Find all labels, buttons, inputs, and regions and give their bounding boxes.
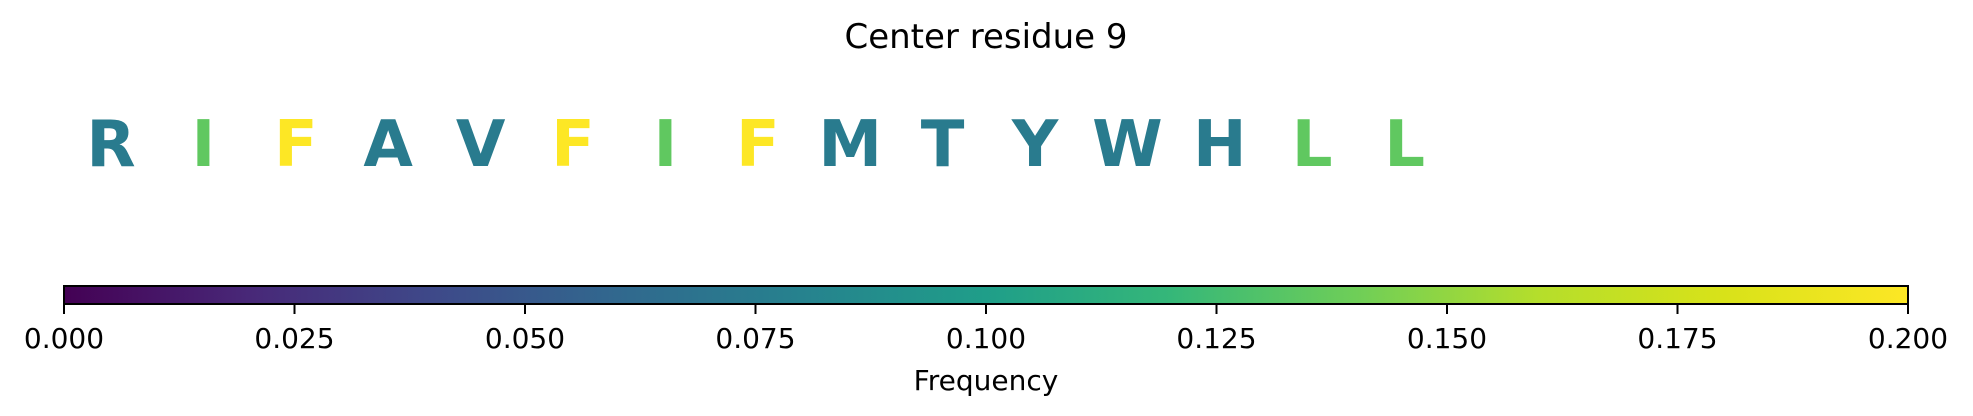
colorbar-tick-label: 0.200 (1868, 322, 1948, 355)
residue-letter: M (818, 108, 882, 182)
residue-letter: A (363, 108, 413, 182)
colorbar-tick-label: 0.025 (254, 322, 334, 355)
residue-letter: R (86, 108, 135, 182)
residue-letter: I (191, 108, 215, 182)
residue-letter: H (1193, 108, 1247, 182)
residue-letter: L (1292, 108, 1333, 182)
residue-letter: F (551, 108, 595, 182)
colorbar-tick-label: 0.175 (1637, 322, 1717, 355)
residue-letter: Y (1011, 108, 1059, 182)
residue-letter: T (921, 108, 965, 182)
residue-letter: V (456, 108, 506, 182)
colorbar-label: Frequency (914, 364, 1059, 397)
residue-letter: W (1092, 108, 1163, 182)
colorbar-tick-label: 0.100 (946, 322, 1026, 355)
chart-title: Center residue 9 (844, 17, 1127, 57)
colorbar-tick-label: 0.050 (485, 322, 565, 355)
residue-letter: F (736, 108, 780, 182)
colorbar (63, 285, 1909, 305)
residue-letter: I (653, 108, 677, 182)
residue-letter: L (1384, 108, 1425, 182)
colorbar-ticks: 0.000 0.025 0.050 0.075 0.100 0.125 0.150 0.175… (24, 304, 1948, 355)
residue-letter: F (274, 108, 318, 182)
colorbar-tick-label: 0.075 (715, 322, 795, 355)
colorbar-tick-label: 0.000 (24, 322, 104, 355)
colorbar-tick-label: 0.150 (1407, 322, 1487, 355)
colorbar-tick-label: 0.125 (1176, 322, 1256, 355)
